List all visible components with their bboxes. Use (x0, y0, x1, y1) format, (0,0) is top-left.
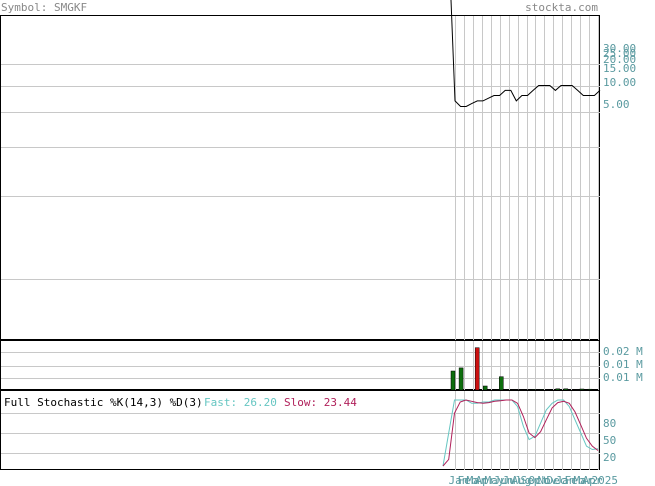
month-label: Dec (547, 474, 567, 486)
volume-panel-frame (0, 340, 600, 390)
volume-bar (450, 370, 456, 391)
stochastic-series (442, 399, 599, 467)
month-label: Oct (529, 474, 549, 486)
price-tick-label: 15.00 (603, 62, 636, 75)
month-label: Jan (449, 474, 469, 486)
month-label: 2025 (592, 474, 619, 486)
month-label: Mar (467, 474, 487, 486)
volume-tick-label: 0.01 M (603, 371, 643, 384)
slow-value-label: Slow: 23.44 (284, 396, 357, 409)
month-label: Sep (521, 474, 541, 486)
volume-bar (563, 388, 569, 391)
month-label: Apr (476, 474, 496, 486)
grid-lines (1, 16, 600, 470)
stochastic-title: Full Stochastic %K(14,3) %D(3) (4, 396, 203, 409)
stochastic-tick-label: 20 (603, 451, 616, 464)
month-label: Apr (583, 474, 603, 486)
volume-bar (539, 389, 544, 391)
price-line (450, 0, 601, 107)
volume-bar (587, 388, 593, 391)
price-panel-frame (0, 15, 600, 340)
volume-bar (579, 388, 585, 391)
volume-bar (474, 347, 480, 391)
axis-labels: 30.0025.0020.0015.0010.005.00JanFebMarAp… (449, 42, 644, 486)
volume-bar (499, 376, 504, 391)
stochastic-tick-label: 50 (603, 434, 616, 447)
month-label: Mar (574, 474, 594, 486)
price-series (450, 0, 601, 107)
month-label: Nov (538, 474, 558, 486)
month-label: Jun (494, 474, 514, 486)
month-label: May (485, 474, 505, 486)
fast-value-label: Fast: 26.20 (204, 396, 277, 409)
month-label: Jan (556, 474, 576, 486)
fast-line (442, 399, 599, 467)
month-label: Jul (503, 474, 523, 486)
stochastic-panel-frame (0, 390, 600, 470)
slow-line (442, 399, 599, 467)
price-tick-label: 25.00 (603, 47, 636, 60)
volume-series (450, 347, 593, 391)
stochastic-tick-label: 80 (603, 417, 616, 430)
price-tick-label: 10.00 (603, 76, 636, 89)
volume-bar (555, 388, 560, 391)
volume-tick-label: 0.01 M (603, 358, 643, 371)
volume-bar (482, 385, 488, 391)
price-tick-label: 30.00 (603, 42, 636, 55)
symbol-label: Symbol: SMGKF (1, 1, 87, 14)
month-label: Feb (565, 474, 585, 486)
volume-tick-label: 0.02 M (603, 345, 643, 358)
volume-bar (458, 367, 464, 391)
volume-bar (531, 389, 536, 391)
month-label: Aug (512, 474, 532, 486)
month-label: Feb (458, 474, 478, 486)
price-tick-label: 5.00 (603, 98, 630, 111)
site-name: stockta.com (525, 1, 598, 14)
price-tick-label: 20.00 (603, 53, 636, 66)
